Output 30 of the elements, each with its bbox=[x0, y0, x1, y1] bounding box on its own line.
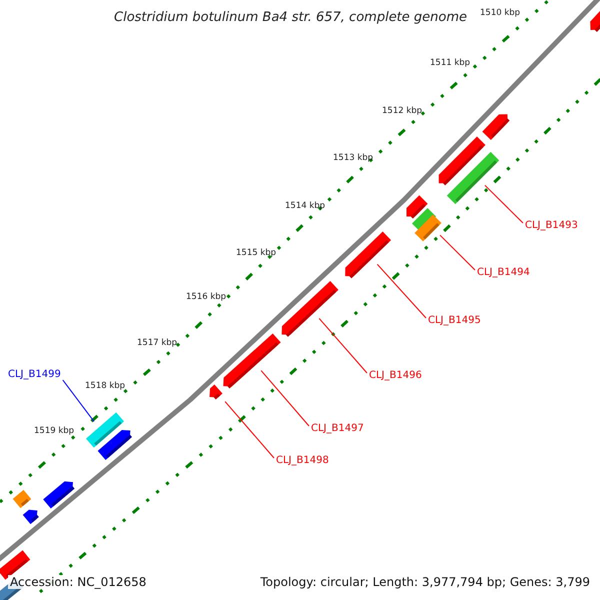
leader-line bbox=[440, 234, 476, 270]
tick-label: 1513 kbp bbox=[333, 154, 374, 162]
tick-label: 1519 kbp bbox=[34, 427, 74, 436]
genome-summary: Topology: circular; Length: 3,977,794 bp; Genes: 3,799 bbox=[258, 575, 592, 589]
leader-line bbox=[260, 370, 310, 426]
gene-feature bbox=[446, 152, 500, 204]
leader-line bbox=[62, 380, 94, 422]
gene-label: CLJ_B1495 bbox=[428, 316, 481, 326]
map-title: Clostridium botulinum Ba4 str. 657, complete genome bbox=[114, 11, 468, 24]
leader-line bbox=[318, 318, 368, 374]
gene-label: CLJ_B1493 bbox=[525, 221, 578, 231]
gene-feature bbox=[223, 333, 281, 389]
gene-label: CLJ_B1497 bbox=[311, 424, 364, 434]
gene-feature bbox=[414, 214, 442, 242]
gene-label: CLJ_B1494 bbox=[477, 268, 530, 278]
tick-label: 1512 kbp bbox=[382, 107, 422, 116]
leader-line bbox=[376, 264, 426, 318]
accession-text: Accession: NC_012658 bbox=[8, 575, 148, 589]
tick-label: 1510 kbp bbox=[480, 9, 520, 18]
leader-line bbox=[484, 184, 524, 224]
gene-feature bbox=[282, 281, 338, 337]
gene-label: CLJ_B1498 bbox=[276, 456, 329, 466]
gene-feature bbox=[345, 232, 392, 278]
tick-label: 1517 kbp bbox=[137, 339, 178, 348]
gene-feature bbox=[210, 384, 222, 400]
tick-label: 1511 kbp bbox=[430, 59, 470, 68]
gene-label: CLJ_B1499 bbox=[8, 370, 61, 380]
tick-label: 1516 kbp bbox=[186, 293, 226, 302]
gene-label: CLJ_B1496 bbox=[369, 371, 422, 381]
leader-line bbox=[224, 401, 274, 458]
